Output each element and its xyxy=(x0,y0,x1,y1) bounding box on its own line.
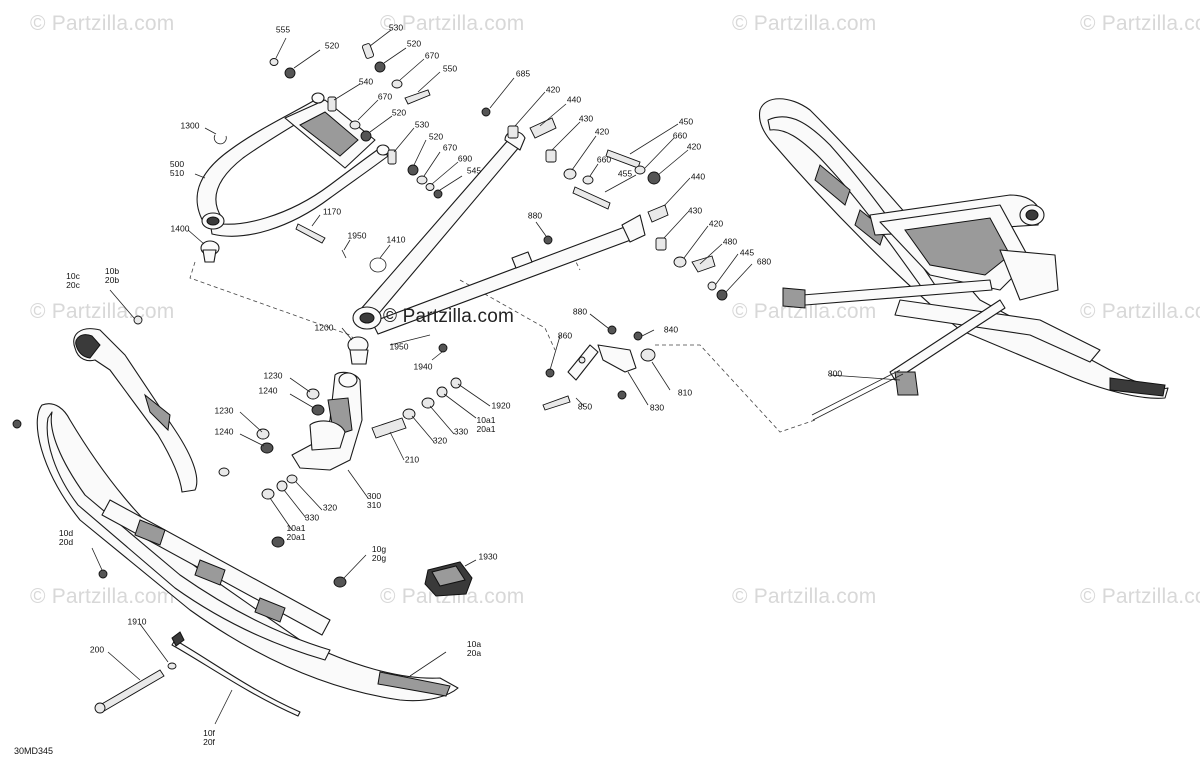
callout-label: 330 xyxy=(453,426,469,437)
callout-label: 685 xyxy=(515,68,531,79)
callout-label: 520 xyxy=(324,40,340,51)
watermark: © Partzilla.com xyxy=(30,585,175,608)
callout-label: 10d 20d xyxy=(58,528,74,547)
left-ski xyxy=(12,403,459,702)
watermark: © Partzilla.com xyxy=(1080,585,1200,608)
diagram-code: 30MD345 xyxy=(14,746,54,756)
callout-label: 1230 xyxy=(263,370,283,381)
callout-label: 455 xyxy=(617,168,633,179)
callout-label: 545 xyxy=(466,165,482,176)
callout-label: 1410 xyxy=(386,234,406,245)
callout-label: 880 xyxy=(527,210,543,221)
callout-label: 10b 20b xyxy=(104,266,120,285)
upper-a-arm xyxy=(196,92,390,237)
callout-label: 530 xyxy=(388,22,404,33)
callout-label: 1200 xyxy=(314,322,334,333)
callout-label: 530 xyxy=(414,119,430,130)
callout-label: 200 xyxy=(89,644,105,655)
lower-a-arm xyxy=(352,130,646,335)
callout-label: 520 xyxy=(391,107,407,118)
callout-label: 420 xyxy=(594,126,610,137)
callout-label: 440 xyxy=(566,94,582,105)
callout-label: 440 xyxy=(690,171,706,182)
watermark-center: © Partzilla.com xyxy=(383,306,515,327)
watermark: © Partzilla.com xyxy=(732,300,877,323)
callout-label: 850 xyxy=(577,401,593,412)
callout-label: 420 xyxy=(708,218,724,229)
callout-label: 1240 xyxy=(214,426,234,437)
spindle-assembly xyxy=(256,325,656,588)
watermark: © Partzilla.com xyxy=(732,585,877,608)
callout-label: 210 xyxy=(404,454,420,465)
callout-label: 880 xyxy=(572,306,588,317)
callout-label: 1950 xyxy=(347,230,367,241)
callout-label: 555 xyxy=(275,24,291,35)
callout-label: 1930 xyxy=(478,551,498,562)
lower-arm-hardware xyxy=(481,107,728,301)
callout-label: 1910 xyxy=(127,616,147,627)
callout-label: 480 xyxy=(722,236,738,247)
callout-label: 420 xyxy=(686,141,702,152)
callout-label: 330 xyxy=(304,512,320,523)
callout-label: 690 xyxy=(457,153,473,164)
callout-label: 860 xyxy=(557,330,573,341)
watermark: © Partzilla.com xyxy=(30,12,175,35)
callout-label: 420 xyxy=(545,84,561,95)
callout-label: 550 xyxy=(442,63,458,74)
watermark: © Partzilla.com xyxy=(732,12,877,35)
callout-label: 10c 20c xyxy=(66,271,80,290)
wear-pad xyxy=(424,561,473,597)
callout-label: 10a1 20a1 xyxy=(476,415,496,434)
callout-label: 10g 20g xyxy=(371,544,387,563)
callout-label: 500 510 xyxy=(169,159,185,178)
callout-label: 1940 xyxy=(413,361,433,372)
callout-label: 10a1 20a1 xyxy=(286,523,306,542)
callout-label: 10f 20f xyxy=(203,728,215,747)
callout-label: 1240 xyxy=(258,385,278,396)
ski-handle xyxy=(73,315,230,493)
callout-label: 840 xyxy=(663,324,679,335)
callout-label: 830 xyxy=(649,402,665,413)
callout-label: 670 xyxy=(377,91,393,102)
callout-label: 520 xyxy=(406,38,422,49)
ski-runner xyxy=(94,631,301,717)
callout-label: 430 xyxy=(578,113,594,124)
callout-label: 660 xyxy=(672,130,688,141)
callout-label: 810 xyxy=(677,387,693,398)
callout-label: 320 xyxy=(432,435,448,446)
right-ski-assembly xyxy=(758,98,1169,421)
callout-label: 660 xyxy=(596,154,612,165)
callout-label: 540 xyxy=(358,76,374,87)
callout-label: 430 xyxy=(687,205,703,216)
callout-label: 680 xyxy=(756,256,772,267)
callout-label: 320 xyxy=(322,502,338,513)
callout-label: 670 xyxy=(442,142,458,153)
callout-label: 300 310 xyxy=(366,491,382,510)
callout-label: 1170 xyxy=(322,206,342,217)
callout-label: 800 xyxy=(827,368,843,379)
leader-lines xyxy=(91,29,901,725)
callout-label: 445 xyxy=(739,247,755,258)
watermark: © Partzilla.com xyxy=(380,12,525,35)
callout-label: 1300 xyxy=(180,120,200,131)
watermark: © Partzilla.com xyxy=(380,585,525,608)
callout-label: 1400 xyxy=(170,223,190,234)
callout-label: 1950 xyxy=(389,341,409,352)
callout-label: 1230 xyxy=(214,405,234,416)
watermark: © Partzilla.com xyxy=(1080,12,1200,35)
upper-hardware xyxy=(200,43,443,273)
callout-label: 450 xyxy=(678,116,694,127)
callout-label: 520 xyxy=(428,131,444,142)
callout-label: 670 xyxy=(424,50,440,61)
callout-label: 1920 xyxy=(491,400,511,411)
callout-label: 10a 20a xyxy=(466,639,482,658)
watermark: © Partzilla.com xyxy=(1080,300,1200,323)
